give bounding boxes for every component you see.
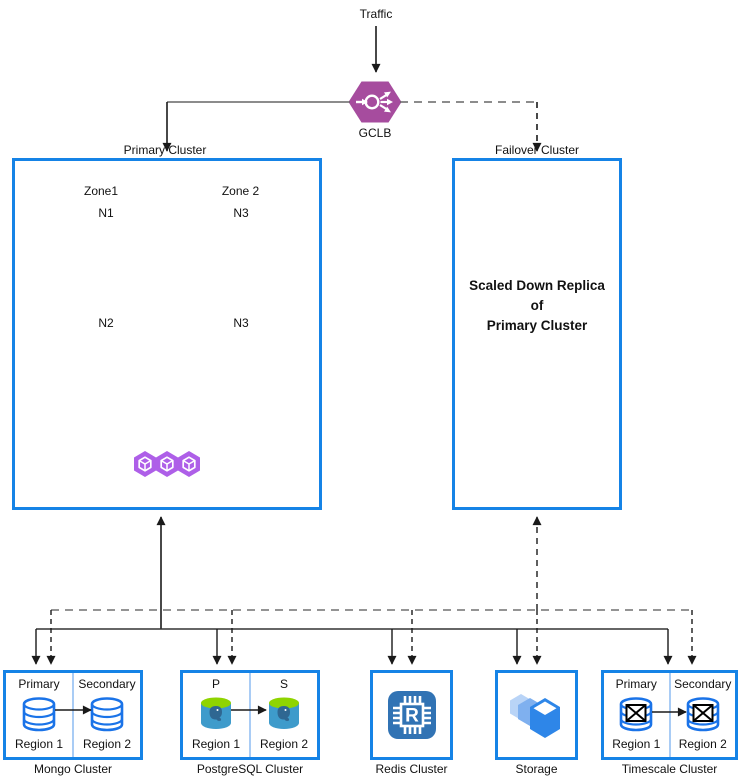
node-n1-label: N1	[98, 206, 114, 220]
postgres-secondary-db-icon	[269, 697, 299, 729]
postgres-primary-half: P Region 1	[183, 673, 249, 757]
redis-chip-icon: R	[387, 691, 436, 739]
failover-body-text: Scaled Down Replica of Primary Cluster	[452, 158, 622, 510]
region-divider	[72, 673, 74, 757]
postgresql-cluster-label: PostgreSQL Cluster	[196, 762, 304, 776]
mongo-secondary-db-icon	[90, 697, 124, 732]
zone1-label: Zone1	[83, 184, 119, 198]
node-n2-label: N2	[98, 316, 114, 330]
timescale-secondary-half: Secondary Region 2	[671, 673, 736, 757]
timescale-primary-half: Primary Region 1	[604, 673, 669, 757]
mongo-primary-role-label: Primary	[18, 677, 60, 691]
redis-cluster-box: R	[370, 670, 453, 760]
postgres-region1-label: Region 1	[191, 737, 241, 751]
region-divider	[249, 673, 251, 757]
region-divider	[668, 673, 671, 757]
failover-cluster-box	[452, 158, 622, 510]
timescale-region2-label: Region 2	[678, 737, 727, 751]
gclb-load-balancer-icon	[348, 81, 402, 123]
gclb-label: GCLB	[358, 126, 392, 140]
timescale-cluster-box: Primary Region 1 Secondary Region 2	[601, 670, 738, 760]
postgres-primary-db-icon	[201, 697, 231, 729]
mongo-cluster-label: Mongo Cluster	[33, 762, 113, 776]
mongo-secondary-role-label: Secondary	[78, 677, 136, 691]
postgresql-cluster-box: P Region 1 S Region 2	[180, 670, 320, 760]
timescale-primary-db-icon	[617, 696, 655, 732]
timescale-primary-role-label: Primary	[615, 677, 657, 691]
failover-body-line: Primary Cluster	[486, 318, 588, 333]
primary-cluster-label: Primary Cluster	[123, 143, 207, 157]
failover-body-line: Scaled Down Replica	[469, 278, 605, 293]
storage-box	[495, 670, 578, 760]
postgres-primary-role-label: P	[211, 677, 220, 691]
storage-boxes-icon	[509, 694, 560, 738]
redis-cluster-label: Redis Cluster	[375, 762, 448, 776]
pods-icon	[133, 450, 201, 478]
postgres-region2-label: Region 2	[259, 737, 309, 751]
zone2-label: Zone 2	[221, 184, 260, 198]
mongo-secondary-half: Secondary Region 2	[74, 673, 140, 757]
postgres-secondary-role-label: S	[279, 677, 288, 691]
node-n3a-label: N3	[233, 206, 249, 220]
redis-letter: R	[405, 706, 419, 727]
postgres-secondary-half: S Region 2	[251, 673, 317, 757]
failover-body-line: of	[530, 298, 544, 313]
mongo-region2-label: Region 2	[82, 737, 132, 751]
storage-label: Storage	[515, 762, 558, 776]
timescale-secondary-role-label: Secondary	[674, 677, 732, 691]
mongo-primary-db-icon	[22, 697, 56, 732]
timescale-region1-label: Region 1	[612, 737, 661, 751]
mongo-region1-label: Region 1	[14, 737, 64, 751]
node-n3b-label: N3	[233, 316, 249, 330]
failover-cluster-label: Failover Cluster	[494, 143, 580, 157]
timescale-secondary-db-icon	[684, 696, 722, 732]
traffic-label: Traffic	[359, 7, 393, 21]
mongo-primary-half: Primary Region 1	[6, 673, 72, 757]
mongo-cluster-box: Primary Region 1 Secondary Region 2	[3, 670, 143, 760]
timescale-cluster-label: Timescale Cluster	[621, 762, 718, 776]
